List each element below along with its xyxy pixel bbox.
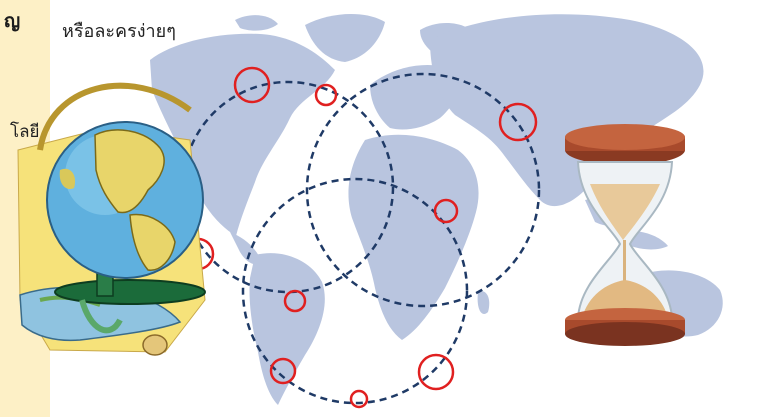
hourglass-illustration bbox=[565, 124, 685, 346]
marker-4 bbox=[433, 198, 459, 224]
marker-8 bbox=[349, 389, 369, 409]
orbit-circle-3 bbox=[241, 177, 469, 405]
globe-with-map-illustration bbox=[17, 82, 206, 356]
caption-text: หรือละครง่ายๆ bbox=[62, 21, 176, 42]
marker-6 bbox=[269, 357, 297, 385]
marker-2 bbox=[314, 83, 338, 107]
marker-7 bbox=[417, 353, 455, 391]
side-text-fragment: โลยี bbox=[10, 122, 40, 142]
marker-1 bbox=[233, 66, 271, 104]
marker-3 bbox=[498, 102, 538, 142]
orbit-circle-2 bbox=[305, 72, 541, 308]
side-heading-fragment: ญ bbox=[4, 10, 21, 32]
marker-5 bbox=[283, 289, 307, 313]
